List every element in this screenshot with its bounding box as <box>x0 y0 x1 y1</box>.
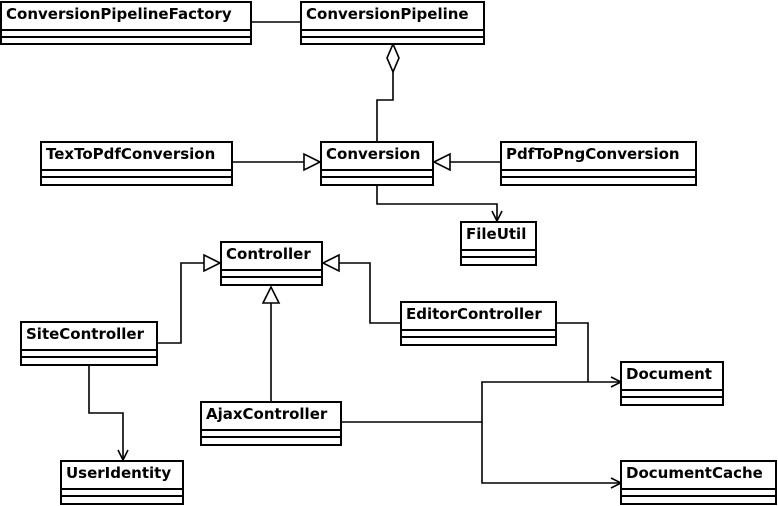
class-name: TexToPdfConversion <box>46 145 216 163</box>
class-name: FileUtil <box>466 225 527 243</box>
class-file-util: FileUtil <box>460 221 537 266</box>
class-name: Controller <box>226 245 311 263</box>
class-site-controller: SiteController <box>20 321 158 366</box>
ajax-document-association <box>341 382 621 423</box>
conversion-fileutil-dependency <box>376 185 497 221</box>
class-tex-to-pdf-conversion: TexToPdfConversion <box>40 141 233 186</box>
class-name: Conversion <box>326 145 421 163</box>
tex-to-pdf-generalization-arrowhead <box>303 152 322 172</box>
pdf-to-png-generalization-arrowhead <box>432 152 451 172</box>
class-name: Document <box>626 365 712 383</box>
class-document: Document <box>620 361 724 406</box>
class-pdf-to-png-conversion: PdfToPngConversion <box>500 141 697 186</box>
site-controller-generalization-arrowhead <box>203 253 222 273</box>
class-name: SiteController <box>26 325 145 343</box>
class-name: AjaxController <box>206 405 328 423</box>
class-name: UserIdentity <box>66 464 172 482</box>
site-controller-generalization-line <box>157 262 204 344</box>
class-name: ConversionPipelineFactory <box>6 5 232 23</box>
site-userid-association <box>88 365 123 460</box>
class-document-cache: DocumentCache <box>620 460 777 505</box>
class-conversion-pipeline: ConversionPipeline <box>300 1 485 45</box>
class-controller: Controller <box>220 241 323 286</box>
class-conversion: Conversion <box>320 141 434 186</box>
class-name: PdfToPngConversion <box>506 145 680 163</box>
editor-controller-generalization-line <box>339 262 401 324</box>
class-conversion-pipeline-factory: ConversionPipelineFactory <box>0 1 252 45</box>
class-editor-controller: EditorController <box>400 301 557 346</box>
class-name: ConversionPipeline <box>306 5 469 23</box>
class-ajax-controller: AjaxController <box>200 401 342 446</box>
aggregation-diamond <box>386 41 400 75</box>
editor-controller-generalization-arrowhead <box>321 253 340 273</box>
class-name: DocumentCache <box>626 464 763 482</box>
class-user-identity: UserIdentity <box>60 460 184 505</box>
ajax-controller-generalization-arrowhead <box>261 285 281 304</box>
ajax-documentcache-association <box>481 422 621 483</box>
editor-document-association <box>556 322 589 382</box>
pipeline-conversion-aggregation <box>376 72 394 141</box>
class-name: EditorController <box>406 305 542 323</box>
